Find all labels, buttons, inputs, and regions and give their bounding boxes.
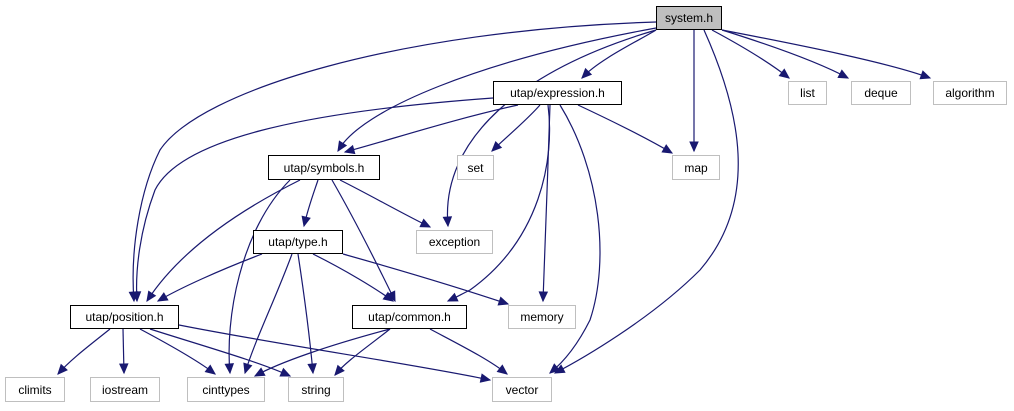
edge-system-to-expression-arrowhead [581,67,593,79]
edge-expression-to-vector-arrowhead [549,363,561,374]
node-utap-position-h[interactable]: utap/position.h [70,305,179,329]
node-climits: climits [5,377,65,402]
edge-system-to-map-arrowhead [689,141,699,153]
edge-position-to-string [149,328,291,377]
edge-common-to-vector [429,328,508,375]
node-exception: exception [416,230,493,254]
edge-expression-to-position [136,97,494,302]
edge-position-to-cinttypes [139,328,216,375]
edge-expression-to-common-arrowhead [446,292,459,302]
node-memory: memory [508,305,576,329]
node-system-h[interactable]: system.h [656,6,722,30]
edge-system-to-algorithm [721,29,931,79]
edge-system-to-algorithm-arrowhead [919,70,932,80]
edge-symbols-to-position-arrowhead [146,290,157,303]
node-map: map [672,155,720,180]
edge-system-to-list [711,29,790,79]
node-utap-type-h[interactable]: utap/type.h [253,230,343,254]
edge-type-to-position [157,253,263,302]
node-label: utap/expression.h [510,86,605,100]
edge-type-to-common [312,253,394,302]
edge-type-to-cinttypes [244,253,293,374]
node-label: cinttypes [202,382,250,397]
edge-system-to-list-arrowhead [778,68,790,79]
edge-symbols-to-type-arrowhead [301,215,311,228]
edge-position-to-cinttypes-arrowhead [204,364,216,375]
edge-system-to-exception [446,29,657,227]
edge-system-to-symbols [337,27,657,152]
edge-expression-to-vector [549,104,601,374]
node-label: exception [428,235,481,249]
edge-type-to-common-arrowhead [382,291,395,302]
edge-position-to-vector [178,324,491,381]
node-label: climits [18,382,52,397]
node-label: list [800,86,815,100]
edge-expression-to-position-arrowhead [131,291,142,303]
edge-symbols-to-common [331,179,396,302]
edge-type-to-memory [342,253,509,305]
node-label: deque [864,86,898,100]
edge-type-to-position-arrowhead [156,292,169,302]
node-label: utap/type.h [268,235,328,249]
edge-expression-to-set-arrowhead [491,140,503,152]
edge-position-to-vector-arrowhead [479,373,492,383]
node-set: set [457,155,494,180]
edge-symbols-to-exception-arrowhead [419,218,432,228]
edge-type-to-cinttypes-arrowhead [243,362,253,375]
edge-system-to-vector [554,29,739,374]
edge-position-to-climits [57,328,111,375]
node-label: map [684,160,708,175]
node-iostream: iostream [90,377,160,402]
node-list: list [788,81,827,105]
edge-type-to-memory-arrowhead [497,296,510,306]
edge-expression-to-symbols-arrowhead [343,144,356,155]
edge-common-to-string [334,328,391,376]
node-cinttypes: cinttypes [187,377,265,402]
node-string: string [288,377,344,402]
edge-type-to-string [297,253,314,374]
edge-system-to-position [132,21,657,302]
edge-expression-to-common [447,104,551,302]
edge-position-to-string-arrowhead [279,367,292,377]
edge-system-to-deque [721,29,849,79]
edge-expression-to-set [491,104,541,152]
node-label: memory [520,310,564,324]
edge-expression-to-map-arrowhead [661,144,674,154]
node-vector: vector [492,377,552,402]
node-label: system.h [664,11,713,25]
edge-expression-to-map [577,104,673,154]
edge-system-to-expression [581,29,657,79]
edge-symbols-to-cinttypes [228,179,291,374]
node-label: string [301,382,331,397]
node-label: algorithm [945,86,995,100]
edge-position-to-iostream-arrowhead [119,363,129,375]
node-label: vector [505,382,539,397]
edge-expression-to-memory-arrowhead [538,291,549,303]
node-label: utap/common.h [368,310,451,324]
edge-system-to-exception-arrowhead [442,216,453,228]
edge-common-to-vector-arrowhead [496,364,508,375]
edge-common-to-string-arrowhead [334,364,345,376]
edge-common-to-cinttypes-arrowhead [253,367,266,377]
edge-type-to-string-arrowhead [307,363,317,375]
node-label: set [467,160,484,175]
node-utap-symbols-h[interactable]: utap/symbols.h [268,155,380,180]
node-label: utap/position.h [85,310,164,324]
node-utap-expression-h[interactable]: utap/expression.h [493,81,622,105]
edge-expression-to-memory [542,104,551,302]
node-deque: deque [851,81,911,105]
node-label: utap/symbols.h [283,160,365,175]
node-algorithm: algorithm [933,81,1007,105]
edge-symbols-to-position [146,179,301,302]
edge-system-to-symbols-arrowhead [337,140,348,153]
edge-system-to-deque-arrowhead [837,69,850,79]
edge-common-to-cinttypes [254,328,391,377]
edge-position-to-climits-arrowhead [57,363,68,375]
node-label: iostream [101,382,148,397]
edge-symbols-to-cinttypes-arrowhead [224,363,235,375]
edge-expression-to-symbols [344,104,519,153]
node-utap-common-h[interactable]: utap/common.h [352,305,467,329]
